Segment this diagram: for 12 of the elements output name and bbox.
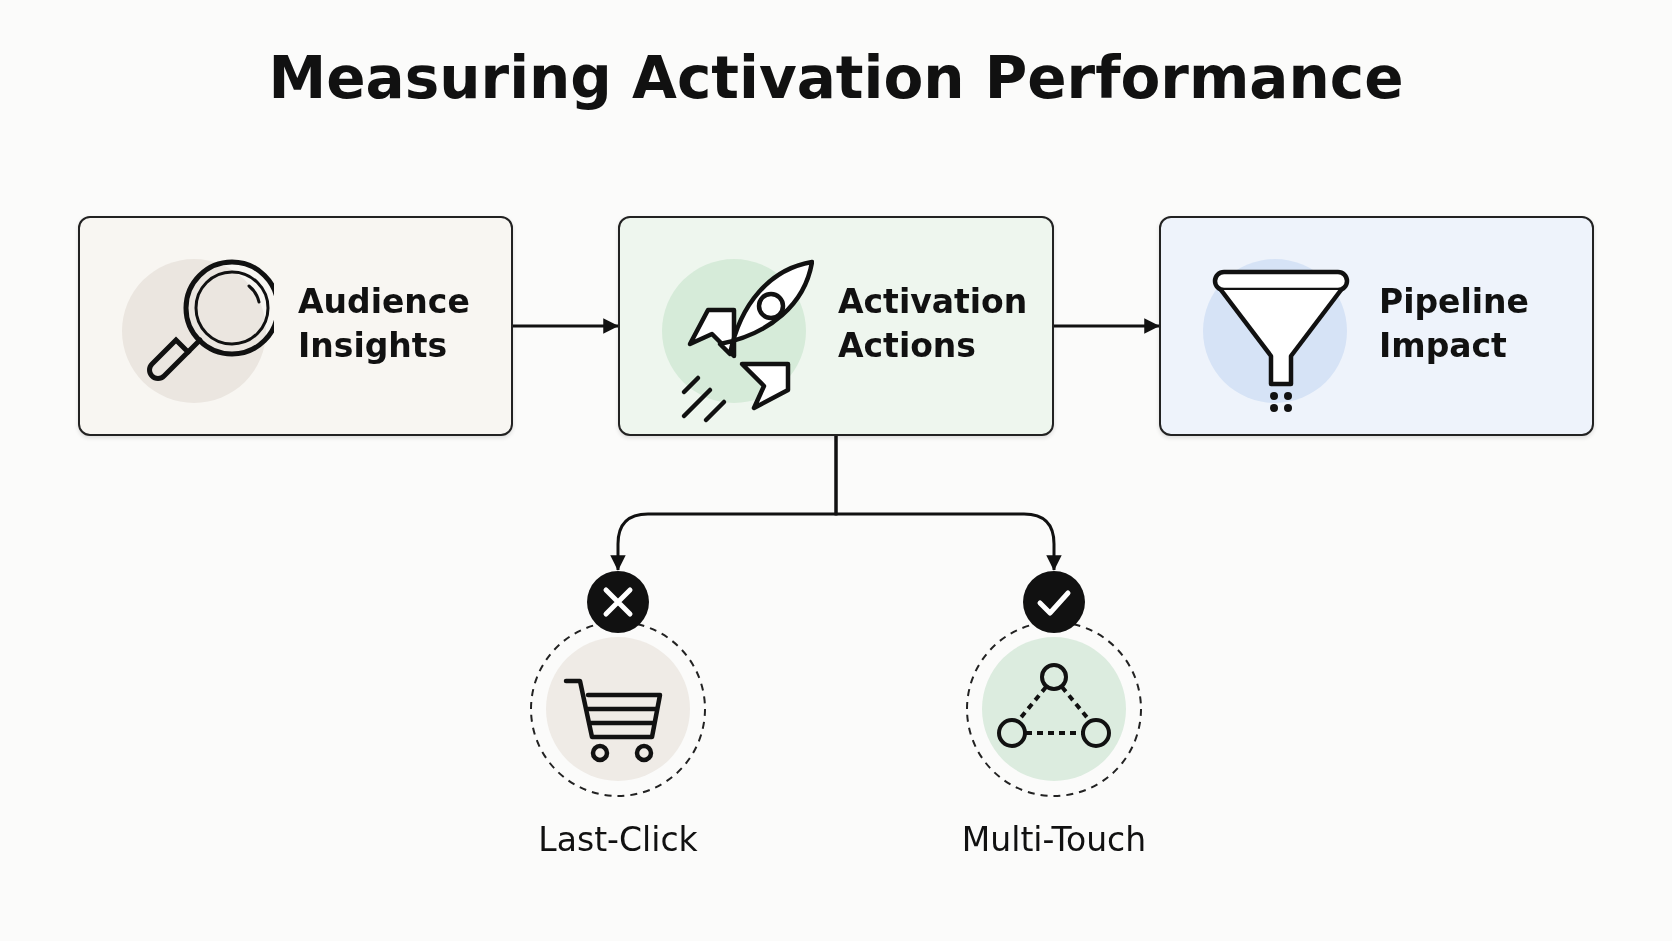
node-label: Audience Insights	[298, 281, 471, 367]
arrow	[513, 318, 619, 334]
process-box	[78, 216, 513, 436]
node-label: Pipeline Impact	[1379, 281, 1530, 367]
node-label: Multi-Touch	[960, 820, 1148, 860]
process-box	[618, 216, 1054, 436]
arrow	[834, 436, 1062, 571]
node-label: Activation Actions	[838, 281, 1028, 367]
diagram-title: Measuring Activation Performance	[267, 44, 1405, 112]
process-box	[1159, 216, 1594, 436]
arrow	[1054, 318, 1160, 334]
node-label: Last-Click	[537, 820, 699, 860]
